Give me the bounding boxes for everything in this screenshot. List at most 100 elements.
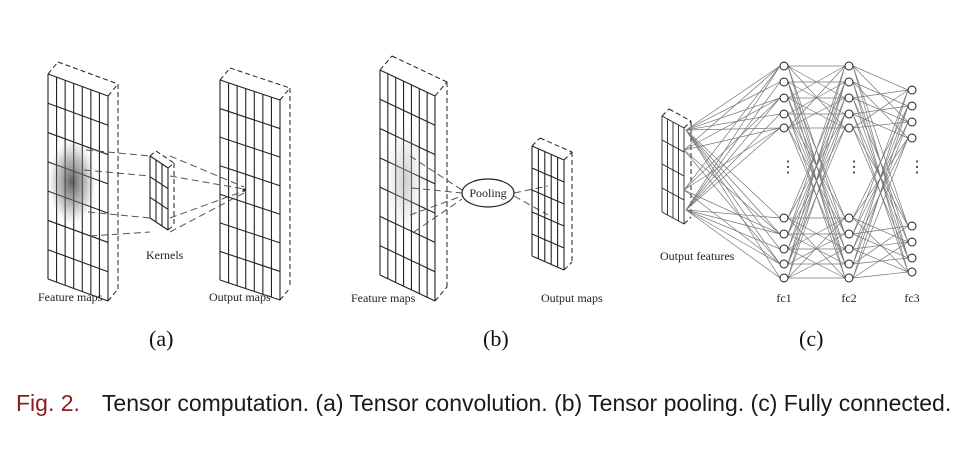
connection-line	[852, 225, 909, 235]
neuron	[844, 229, 854, 239]
neuron	[844, 77, 854, 87]
stack-outline	[279, 287, 291, 301]
kernel-grid	[149, 150, 175, 231]
grid-line	[219, 250, 281, 272]
grid-line	[219, 79, 281, 101]
connection-line	[685, 65, 781, 211]
grid-line	[219, 222, 281, 244]
connection-line	[787, 81, 846, 279]
neuron	[907, 133, 917, 143]
connection-line	[787, 97, 846, 129]
stack-outline	[107, 288, 119, 302]
neuron	[779, 123, 789, 133]
feature-maps-label: Feature maps	[351, 291, 416, 305]
kernel	[149, 155, 169, 231]
connection-line	[169, 155, 245, 188]
connection-line	[685, 81, 781, 211]
neuron	[844, 123, 854, 133]
connection-line	[787, 248, 846, 279]
stack-outline	[668, 108, 692, 122]
stack-outline	[539, 137, 573, 153]
connection-line	[409, 195, 463, 216]
connection-line	[852, 89, 909, 235]
kernels-label: Kernels	[146, 248, 184, 262]
stack-outline	[149, 150, 157, 157]
figure: Feature maps Kernels Output maps (a) Poo…	[38, 55, 925, 351]
connection-line	[685, 65, 781, 131]
connection-line	[683, 189, 781, 265]
neuron	[844, 273, 854, 283]
grid-line	[47, 102, 109, 126]
grid-line	[47, 249, 109, 273]
connection-line	[787, 65, 846, 129]
connection-line	[852, 241, 909, 279]
neuron	[779, 273, 789, 283]
neuron	[907, 101, 917, 111]
connection-line	[852, 65, 909, 91]
neuron	[779, 109, 789, 119]
stack-outline	[107, 83, 119, 97]
grid-line	[379, 274, 436, 302]
connection-line	[683, 97, 781, 191]
output-features-label: Output features	[660, 249, 735, 263]
connection-line	[683, 127, 781, 151]
stack-outline	[279, 87, 291, 101]
stack-outline	[391, 55, 448, 83]
neuron	[907, 221, 917, 231]
connection-line	[83, 169, 151, 177]
grid-line	[531, 211, 565, 227]
feature-maps-label: Feature maps	[38, 290, 103, 304]
fc2-label: fc2	[841, 291, 856, 305]
stack-outline	[531, 137, 541, 147]
grid-line	[531, 255, 565, 271]
connection-line	[852, 137, 909, 279]
neuron	[844, 61, 854, 71]
connection-line	[685, 129, 781, 279]
connection-line	[787, 113, 846, 279]
neuron	[779, 61, 789, 71]
grid-line	[47, 219, 109, 243]
connection-line	[787, 65, 846, 99]
neuron	[907, 253, 917, 263]
grid-line	[149, 196, 169, 210]
connection-line	[683, 149, 781, 235]
panel-c-sublabel: (c)	[799, 326, 823, 351]
panel-a-convolution: Feature maps Kernels Output maps (a)	[38, 61, 291, 351]
connection-line	[852, 105, 909, 115]
stack-outline	[229, 67, 291, 89]
connection-line	[685, 97, 781, 211]
pooling-node	[461, 178, 515, 208]
connection-line	[413, 198, 463, 233]
connection-line	[685, 97, 781, 131]
neuron	[844, 109, 854, 119]
grid-line	[219, 279, 281, 301]
neuron	[844, 259, 854, 269]
connection-line	[683, 149, 781, 265]
connection-line	[852, 89, 909, 265]
grid-line	[219, 165, 281, 187]
neuron	[779, 77, 789, 87]
connection-line	[685, 113, 781, 131]
stack-outline	[155, 150, 175, 164]
feature-highlight	[48, 140, 96, 224]
connection-line	[852, 89, 909, 99]
stack-outline	[563, 151, 573, 161]
neuron	[907, 267, 917, 277]
connection-line	[169, 190, 245, 219]
output-map	[531, 145, 565, 271]
connection-line	[685, 127, 781, 131]
connection-line	[787, 81, 846, 115]
connection-line	[852, 113, 909, 139]
grid-line	[149, 176, 169, 190]
connection-line	[852, 257, 909, 265]
grid-line	[379, 98, 436, 126]
connection-line	[685, 209, 781, 250]
grid-line	[531, 167, 565, 183]
stack-outline	[661, 108, 670, 117]
grid-line	[661, 187, 685, 201]
grid-line	[149, 217, 169, 231]
grid-line	[379, 245, 436, 273]
input-grid	[661, 115, 685, 225]
output-maps-label: Output maps	[209, 290, 271, 304]
grid-line	[47, 278, 109, 302]
